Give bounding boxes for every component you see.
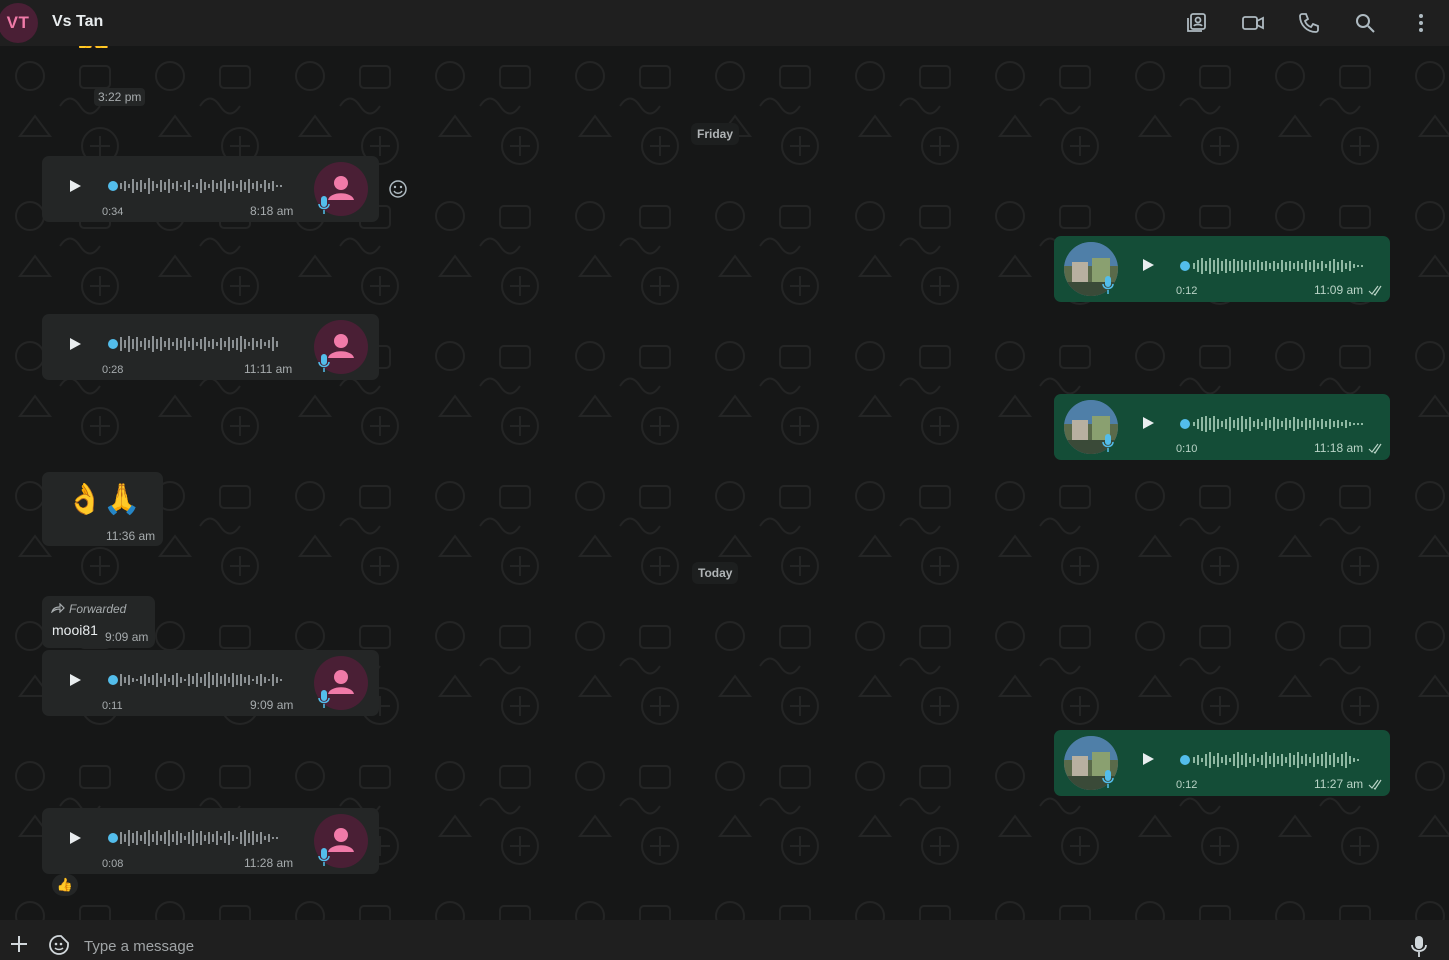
waveform[interactable] <box>1178 412 1370 436</box>
chat-header: VT Vs Tan <box>0 0 1449 46</box>
voice-duration: 0:34 <box>102 206 124 218</box>
voice-message-incoming[interactable]: 0:11 9:09 am <box>42 650 379 716</box>
contact-avatar-placeholder <box>314 656 368 710</box>
voice-message-incoming[interactable]: 0:34 8:18 am <box>42 156 379 222</box>
message-text: mooi81 <box>52 622 98 638</box>
play-icon[interactable] <box>68 673 82 687</box>
text-message-incoming[interactable]: Forwarded mooi81 9:09 am <box>42 596 155 648</box>
play-icon[interactable] <box>68 831 82 845</box>
voice-message-outgoing[interactable]: 0:12 11:27 am <box>1054 730 1390 796</box>
emoji-reaction-icon[interactable] <box>388 179 408 199</box>
voice-duration: 0:10 <box>1176 443 1198 455</box>
read-receipt-icon <box>1368 285 1382 296</box>
mic-icon <box>318 848 330 866</box>
message-time: 11:09 am <box>1314 283 1364 297</box>
play-icon[interactable] <box>1141 752 1155 766</box>
voice-message-outgoing[interactable]: 0:10 11:18 am <box>1054 394 1390 460</box>
voice-message-incoming[interactable]: 0:08 11:28 am <box>42 808 379 874</box>
voice-duration: 0:12 <box>1176 779 1198 791</box>
message-time: 3:22 pm <box>94 88 146 106</box>
contact-card-icon[interactable] <box>1185 11 1209 35</box>
person-icon <box>328 334 354 358</box>
contact-avatar-placeholder <box>314 320 368 374</box>
contact-avatar[interactable]: VT <box>0 3 38 43</box>
message-input[interactable] <box>84 934 1384 958</box>
date-separator-today: Today <box>692 562 739 584</box>
voice-duration: 0:08 <box>102 858 124 870</box>
message-time: 11:28 am <box>244 856 294 870</box>
play-icon[interactable] <box>68 337 82 351</box>
message-time: 11:18 am <box>1314 441 1364 455</box>
mic-icon <box>318 196 330 214</box>
voice-duration: 0:11 <box>102 700 123 712</box>
voice-duration: 0:12 <box>1176 285 1198 297</box>
mic-icon <box>318 690 330 708</box>
voice-message-outgoing[interactable]: 0:12 11:09 am <box>1054 236 1390 302</box>
reaction-badge[interactable]: 👍 <box>52 874 78 896</box>
forward-icon <box>51 603 65 613</box>
waveform[interactable] <box>1178 254 1370 278</box>
person-icon <box>328 670 354 694</box>
waveform[interactable] <box>107 174 287 198</box>
person-icon <box>328 828 354 852</box>
waveform[interactable] <box>107 332 287 356</box>
waveform[interactable] <box>107 826 287 850</box>
user-avatar <box>1064 242 1118 296</box>
message-time: 11:27 am <box>1314 777 1364 791</box>
attach-plus-icon[interactable] <box>8 933 30 955</box>
message-time: 9:09 am <box>105 630 149 644</box>
menu-icon[interactable] <box>1409 11 1433 35</box>
person-icon <box>328 176 354 200</box>
message-time: 8:18 am <box>250 204 294 218</box>
contact-avatar-placeholder <box>314 162 368 216</box>
mic-icon <box>318 354 330 372</box>
mic-icon <box>1102 434 1114 452</box>
read-receipt-icon <box>1368 779 1382 790</box>
emoji-message-incoming[interactable]: 👌🙏 11:36 am <box>42 472 163 546</box>
play-icon[interactable] <box>1141 416 1155 430</box>
waveform[interactable] <box>1178 748 1370 772</box>
read-receipt-icon <box>1368 443 1382 454</box>
sticker-icon[interactable] <box>48 934 70 956</box>
play-icon[interactable] <box>1141 258 1155 272</box>
search-icon[interactable] <box>1353 11 1377 35</box>
contact-name[interactable]: Vs Tan <box>52 13 104 30</box>
message-time: 9:09 am <box>250 698 294 712</box>
date-separator-friday: Friday <box>691 123 740 145</box>
play-icon[interactable] <box>68 179 82 193</box>
emoji-content: 👌🙏 <box>66 483 141 516</box>
message-time: 11:36 am <box>106 529 156 543</box>
user-avatar <box>1064 736 1118 790</box>
waveform[interactable] <box>107 668 287 692</box>
mic-icon <box>1102 276 1114 294</box>
voice-record-icon[interactable] <box>1409 934 1429 958</box>
contact-avatar-placeholder <box>314 814 368 868</box>
video-call-icon[interactable] <box>1241 11 1265 35</box>
mic-icon <box>1102 770 1114 788</box>
voice-call-icon[interactable] <box>1297 11 1321 35</box>
message-time: 11:11 am <box>244 362 293 376</box>
forwarded-label: Forwarded <box>69 602 127 616</box>
voice-message-incoming[interactable]: 0:28 11:11 am <box>42 314 379 380</box>
voice-duration: 0:28 <box>102 364 124 376</box>
